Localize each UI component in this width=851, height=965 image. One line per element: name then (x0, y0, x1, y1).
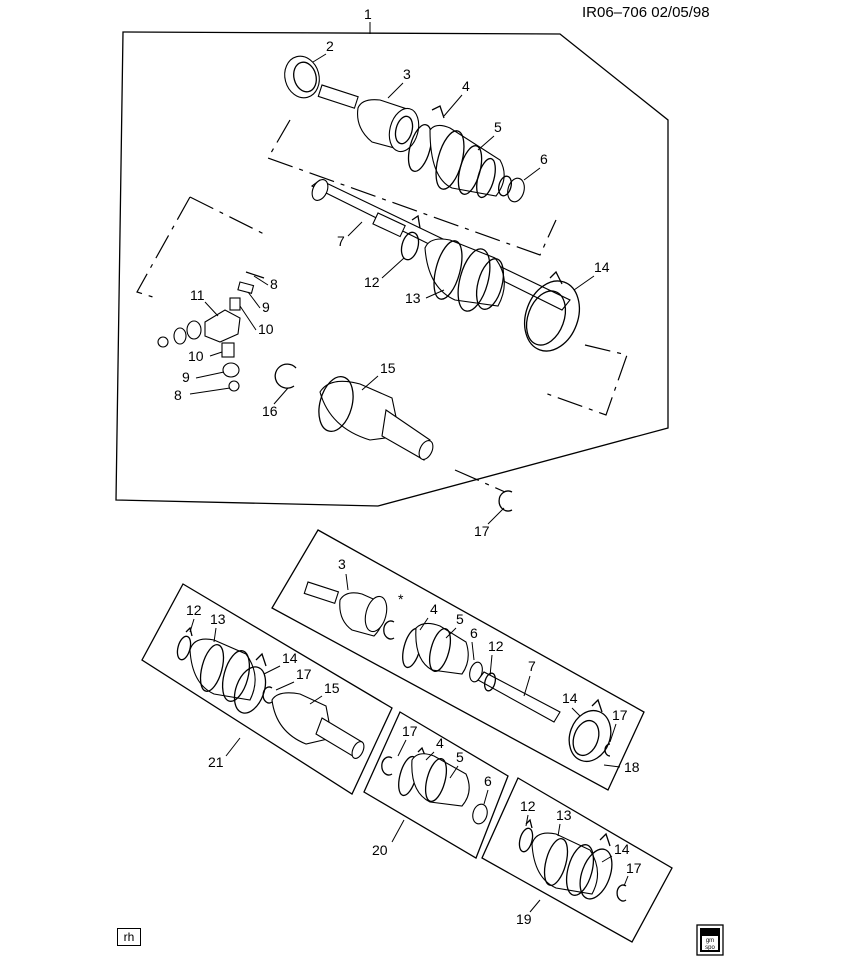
callout-20: 20 (372, 842, 388, 858)
callout-2: 2 (326, 38, 334, 54)
main-assembly-frame (115, 22, 669, 507)
callout-12-kit19: 12 (520, 798, 536, 814)
seal-ring (284, 55, 320, 99)
callout-17-kit21: 17 (296, 666, 312, 682)
kit-18-frame (271, 529, 645, 791)
callout-12-main: 12 (364, 274, 380, 290)
callout-4: 4 (462, 78, 470, 94)
callout-12-kit21: 12 (186, 602, 202, 618)
kit-19-large-clamp (579, 832, 613, 900)
kit-18-boot (402, 622, 483, 683)
star-mark: * (398, 591, 404, 607)
callout-12-kit18: 12 (488, 638, 504, 654)
inner-cv-housing (318, 375, 434, 461)
callout-18: 18 (624, 759, 640, 775)
kit-21-boot (176, 626, 256, 702)
inner-small-clamp (400, 214, 421, 261)
kit-20-ring (381, 756, 393, 776)
kit-19-frame (481, 777, 673, 943)
gm-spo-logo: gm spo (696, 924, 724, 956)
callout-4-kit18: 4 (430, 601, 438, 617)
callout-6-kit18: 6 (470, 625, 478, 641)
logo-top-text: gm (706, 938, 714, 944)
callout-1: 1 (364, 6, 372, 22)
inner-boot (424, 238, 505, 312)
callout-16: 16 (262, 403, 278, 419)
callout-13-main: 13 (405, 290, 421, 306)
kit-18-retaining-ring (383, 620, 395, 640)
callout-3-kit18: 3 (338, 556, 346, 572)
inner-large-clamp (523, 270, 581, 352)
snap-ring-16 (274, 363, 297, 389)
logo-bottom-text: spo (705, 945, 715, 951)
kit-19-ring (616, 884, 627, 902)
outer-boot-clamp (407, 105, 445, 172)
callout-10-bottom: 10 (188, 348, 204, 364)
callout-17-kit19: 17 (626, 860, 642, 876)
callout-14-kit18: 14 (562, 690, 578, 706)
callout-10-top: 10 (258, 321, 274, 337)
callout-5-kit18: 5 (456, 611, 464, 627)
callout-13-kit21: 13 (210, 611, 226, 627)
callout-17-kit20: 17 (402, 723, 418, 739)
callout-7: 7 (337, 233, 345, 249)
kit-20-boot (398, 746, 488, 825)
callout-11: 11 (190, 287, 205, 303)
callout-17-kit18: 17 (612, 707, 628, 723)
callout-14-main: 14 (594, 259, 610, 275)
callout-6-kit20: 6 (484, 773, 492, 789)
kit-18-large-clamp (568, 698, 612, 763)
drawing-code: IR06–706 02/05/98 (582, 4, 710, 21)
callout-14-kit21: 14 (282, 650, 298, 666)
outer-cv-joint (317, 84, 420, 153)
callout-15-kit21: 15 (324, 680, 340, 696)
callout-17-main: 17 (474, 523, 490, 539)
kit-20-frame (363, 711, 509, 859)
callout-8-top: 8 (270, 276, 278, 292)
callout-15-main: 15 (380, 360, 396, 376)
kit-21-ring (262, 686, 273, 704)
callout-4-kit20: 4 (436, 735, 444, 751)
callout-19: 19 (516, 911, 532, 927)
callout-7-kit18: 7 (528, 658, 536, 674)
callout-8-bottom: 8 (174, 387, 182, 403)
outer-boot (429, 124, 505, 199)
callout-5: 5 (494, 119, 502, 135)
callout-3: 3 (403, 66, 411, 82)
kit-19-boot (518, 818, 599, 896)
callout-21: 21 (208, 754, 224, 770)
callout-9-top: 9 (262, 299, 270, 315)
kit-21-frame (141, 583, 393, 795)
callout-5-kit20: 5 (456, 749, 464, 765)
kit-18-shaft (477, 671, 561, 723)
tripod-spider-kit (157, 271, 265, 392)
guide-lines (136, 119, 628, 493)
snap-ring-17-main (498, 490, 513, 512)
callout-9-bottom: 9 (182, 369, 190, 385)
callout-13-kit19: 13 (556, 807, 572, 823)
rh-side-indicator: rh (117, 928, 141, 946)
kit-18-outer-joint (303, 581, 388, 637)
small-boot-clamp (498, 175, 525, 203)
callout-14-kit19: 14 (614, 841, 630, 857)
kit-21-housing (271, 692, 365, 759)
callout-6: 6 (540, 151, 548, 167)
